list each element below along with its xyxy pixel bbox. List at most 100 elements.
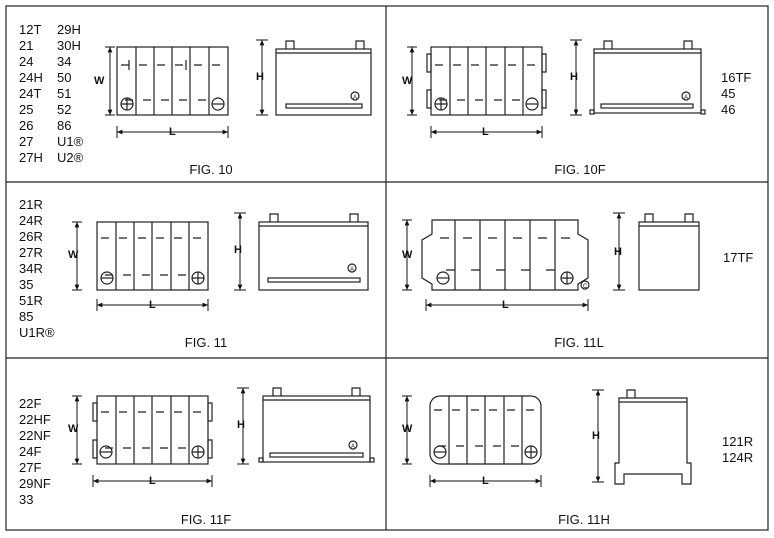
group-label: 50 — [57, 70, 72, 85]
group-label: 25 — [19, 102, 34, 117]
group-label: 121R — [722, 434, 754, 449]
fig10f-h-label: H — [570, 71, 578, 83]
group-label: 33 — [19, 492, 34, 507]
group-label: U1® — [57, 134, 84, 149]
fig10-group-list-col2: 29H 30H 34 50 51 52 86 U1® U2® — [57, 22, 83, 166]
fig10-terminals — [120, 97, 225, 111]
fig11l-top-view — [421, 219, 589, 291]
group-label: 124R — [722, 450, 754, 465]
fig10-group-list-col1: 12T 21 24 24H 24T 25 26 27 27H — [19, 22, 43, 166]
fig10-caption: FIG. 10 — [189, 162, 233, 177]
fig11l-w-label: W — [402, 249, 413, 261]
group-label: 27H — [19, 150, 43, 165]
fig11-badge-a: A — [350, 267, 354, 273]
fig10f-group-list: 16TF 45 46 — [721, 70, 751, 118]
fig10-h-label: H — [256, 71, 264, 83]
group-label: 29NF — [19, 476, 51, 491]
group-label: 22NF — [19, 428, 51, 443]
group-label: 21 — [19, 38, 34, 53]
fig11h-dimension-arrows — [402, 389, 604, 487]
fig11f-dimension-arrows — [72, 387, 249, 487]
group-label: 22F — [19, 396, 42, 411]
fig11f-l-label: L — [149, 475, 156, 487]
fig11-w-label: W — [68, 249, 79, 261]
fig11l-group-list: 17TF — [723, 250, 753, 266]
fig11-caption: FIG. 11 — [184, 335, 228, 350]
group-label: 27F — [19, 460, 42, 475]
group-label: 17TF — [723, 250, 754, 265]
group-label: U1R® — [19, 325, 55, 340]
group-label: 51 — [57, 86, 72, 101]
fig10-w-label: W — [94, 75, 105, 87]
group-label: 34R — [19, 261, 43, 276]
fig11f-badge-a: A — [351, 444, 355, 450]
fig10f-badge-a: A — [684, 95, 688, 101]
group-label: 16TF — [721, 70, 752, 85]
fig10f-caption: FIG. 10F — [554, 162, 606, 177]
group-label: 51R — [19, 293, 43, 308]
group-label: 30H — [57, 38, 81, 53]
fig11h-caption: FIG. 11H — [558, 512, 610, 527]
fig10f-dimension-arrows — [407, 39, 582, 138]
group-label: 29H — [57, 22, 81, 37]
fig10f-terminals — [434, 97, 539, 111]
fig11h-group-list: 121R 124R — [722, 434, 753, 466]
group-label: 22HF — [19, 412, 51, 427]
fig10-dimension-arrows — [105, 39, 268, 138]
fig11f-top-view — [92, 395, 213, 465]
fig11f-h-label: H — [237, 419, 245, 431]
panel-grid — [5, 5, 769, 531]
fig11f-caption: FIG. 11F — [180, 512, 232, 527]
fig10-badge-a: A — [353, 95, 357, 101]
group-label: 27R — [19, 245, 43, 260]
fig10-l-label: L — [169, 126, 176, 138]
fig10f-w-label: W — [402, 75, 413, 87]
group-label: 26 — [19, 118, 34, 133]
fig10-top-view — [116, 46, 229, 116]
fig11-l-label: L — [149, 299, 156, 311]
group-label: 46 — [721, 102, 736, 117]
fig10f-top-view — [426, 46, 547, 116]
fig11-top-view — [96, 221, 209, 291]
group-label: 21R — [19, 197, 43, 212]
fig11l-dimension-arrows — [402, 212, 625, 311]
fig11h-h-label: H — [592, 430, 600, 442]
fig10f-l-label: L — [482, 126, 489, 138]
fig11-group-list: 21R 24R 26R 27R 34R 35 51R 85 U1R® — [19, 197, 55, 341]
group-label: 24F — [19, 444, 42, 459]
group-label: 24T — [19, 86, 42, 101]
fig10f-side-view — [589, 40, 706, 115]
fig11h-l-label: L — [482, 475, 489, 487]
group-label: 35 — [19, 277, 34, 292]
group-label: 24R — [19, 213, 43, 228]
fig11h-side-view — [614, 389, 692, 485]
fig10-side-view — [275, 40, 372, 116]
group-label: 52 — [57, 102, 72, 117]
fig11-side-view — [258, 213, 369, 291]
fig11f-group-list: 22F 22HF 22NF 24F 27F 29NF 33 — [19, 396, 51, 508]
fig11l-h-label: H — [614, 246, 622, 258]
fig11h-w-label: W — [402, 423, 413, 435]
group-label: 34 — [57, 54, 72, 69]
fig11l-caption: FIG. 11L — [554, 335, 604, 350]
group-label: 26R — [19, 229, 43, 244]
group-label: 85 — [19, 309, 34, 324]
group-label: 12T — [19, 22, 42, 37]
fig11h-top-view — [429, 395, 542, 465]
group-label: 24 — [19, 54, 34, 69]
fig11-terminals — [100, 271, 205, 285]
fig11l-side-view — [638, 213, 700, 291]
group-label: 45 — [721, 86, 736, 101]
fig11-dimension-arrows — [72, 212, 246, 311]
fig11f-side-view — [258, 387, 375, 463]
fig11-h-label: H — [234, 244, 242, 256]
group-label: 24H — [19, 70, 43, 85]
fig11l-terminals — [436, 271, 590, 290]
group-label: 86 — [57, 118, 72, 133]
group-label: 27 — [19, 134, 34, 149]
fig11h-terminals — [433, 445, 538, 459]
fig11f-w-label: W — [68, 423, 79, 435]
group-label: U2® — [57, 150, 84, 165]
